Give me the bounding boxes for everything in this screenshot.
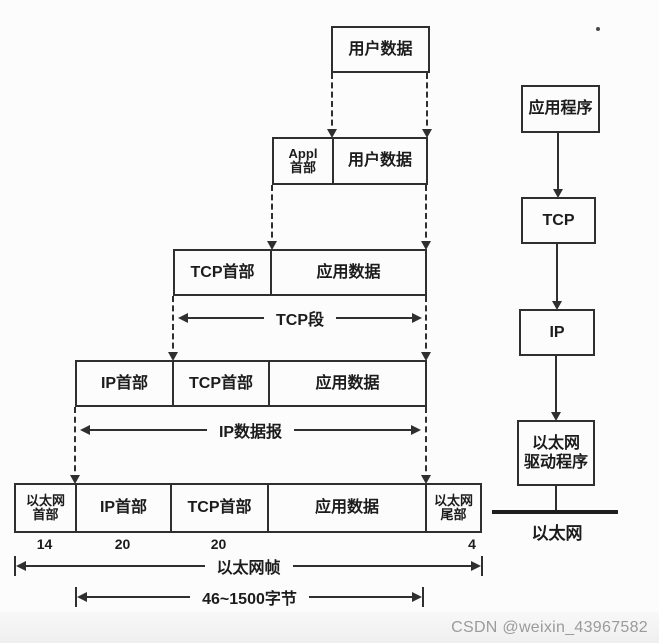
dashed-arrow-down: [70, 407, 80, 484]
cell-label: TCP首部: [187, 499, 252, 517]
arrow-line: [87, 596, 191, 598]
arrow-line: [26, 565, 205, 567]
row-appl: Appl 首部 用户数据: [272, 137, 428, 185]
cell-label: 用户数据: [348, 40, 413, 58]
byte-count-ip-header: 20: [114, 536, 131, 552]
ip-datagram-label: IP数据报: [218, 424, 283, 441]
ethernet-frame-span: 以太网帧: [14, 554, 484, 578]
cell-label: 应用数据: [315, 374, 380, 392]
byte-count-ethernet-header: 14: [36, 536, 53, 552]
cell-user-data: 用户数据: [333, 28, 428, 71]
arrowhead-right-icon: [471, 561, 482, 571]
cell-label: 以太网: [25, 492, 65, 508]
cell-app-data: 应用数据: [270, 362, 425, 405]
payload-size-label: 46~1500字节: [202, 591, 297, 608]
solid-arrow-down: [553, 133, 563, 198]
ip-datagram-span: IP数据报: [80, 418, 421, 442]
cell-tcp-header: TCP首部: [175, 251, 272, 294]
cell-app-data: 应用数据: [272, 251, 425, 294]
arrow-line: [336, 317, 413, 319]
byte-count-tcp-header: 20: [210, 536, 227, 552]
cell-label: 应用数据: [314, 499, 379, 517]
tcp-segment-span: TCP段: [178, 306, 423, 330]
cell-label: 首部: [289, 160, 316, 175]
cell-label: 尾部: [440, 507, 467, 522]
cell-ip-header: IP首部: [77, 485, 172, 531]
cell-ethernet-trailer: 以太网 尾部: [427, 485, 480, 531]
cell-app-data: 应用数据: [269, 485, 427, 531]
arrow-line: [188, 317, 264, 319]
cell-user-data: 用户数据: [334, 139, 426, 183]
cell-label: 首部: [32, 507, 59, 522]
arrowhead-right-icon: [412, 592, 422, 602]
ethernet-bus-line: [492, 510, 618, 514]
protocol-box-tcp: TCP: [521, 197, 596, 244]
cell-label: TCP首部: [190, 263, 255, 281]
arrow-line: [294, 429, 411, 431]
watermark-bar: CSDN @weixin_43967582: [0, 612, 659, 643]
end-tick: [481, 556, 484, 576]
ethernet-network-label: 以太网: [531, 524, 583, 543]
arrowhead-left-icon: [178, 313, 188, 323]
protocol-box-ethernet-driver: 以太网 驱动程序: [517, 420, 595, 486]
tcp-segment-label: TCP段: [276, 312, 325, 329]
connector-line: [555, 486, 557, 511]
arrowhead-right-icon: [412, 313, 423, 323]
row-ip-datagram: IP首部 TCP首部 应用数据: [75, 360, 427, 407]
ethernet-frame-label: 以太网帧: [216, 560, 281, 577]
dashed-arrow-down: [421, 185, 431, 250]
protocol-box-label: 应用程序: [528, 100, 593, 118]
arrowhead-right-icon: [411, 425, 421, 435]
byte-count-ethernet-trailer: 4: [468, 536, 476, 552]
protocol-box-label: IP: [549, 323, 565, 341]
arrowhead-left-icon: [77, 592, 87, 602]
cell-label: 以太网: [433, 492, 473, 508]
cell-label: Appl: [288, 145, 318, 161]
dashed-arrow-down: [168, 296, 178, 361]
solid-arrow-down: [551, 356, 561, 421]
cell-tcp-header: TCP首部: [172, 485, 269, 531]
cell-ip-header: IP首部: [77, 362, 174, 405]
dashed-arrow-down: [327, 73, 337, 138]
payload-size-span: 46~1500字节: [75, 585, 424, 609]
dashed-arrow-down: [267, 185, 277, 250]
cell-label: 应用数据: [316, 263, 381, 281]
protocol-box-label: 驱动程序: [523, 454, 588, 471]
scan-artifact-dot: [596, 27, 600, 31]
arrowhead-left-icon: [80, 425, 90, 435]
cell-label: IP首部: [99, 499, 148, 517]
cell-ethernet-header: 以太网 首部: [16, 485, 77, 531]
cell-label: 用户数据: [347, 152, 412, 170]
row-user-data: 用户数据: [331, 26, 430, 73]
cell-appl-header: Appl 首部: [274, 139, 334, 183]
row-tcp-segment: TCP首部 应用数据: [173, 249, 427, 296]
end-tick: [422, 587, 424, 607]
arrow-line: [90, 429, 207, 431]
protocol-box-ip: IP: [519, 309, 595, 356]
dashed-arrow-down: [421, 407, 431, 484]
dashed-arrow-down: [422, 73, 432, 138]
row-ethernet-frame: 以太网 首部 IP首部 TCP首部 应用数据 以太网 尾部: [14, 483, 482, 533]
csdn-watermark: CSDN @weixin_43967582: [451, 618, 648, 636]
end-tick: [75, 587, 77, 607]
protocol-box-label: 以太网: [531, 434, 580, 452]
arrow-line: [308, 596, 412, 598]
protocol-box-label: TCP: [542, 211, 575, 229]
dashed-arrow-down: [421, 296, 431, 361]
arrowhead-left-icon: [16, 561, 26, 571]
solid-arrow-down: [552, 244, 562, 310]
protocol-box-application: 应用程序: [521, 85, 600, 133]
arrow-line: [292, 565, 472, 567]
end-tick: [14, 556, 16, 576]
cell-tcp-header: TCP首部: [174, 362, 270, 405]
cell-label: TCP首部: [188, 374, 253, 392]
cell-label: IP首部: [100, 374, 149, 392]
